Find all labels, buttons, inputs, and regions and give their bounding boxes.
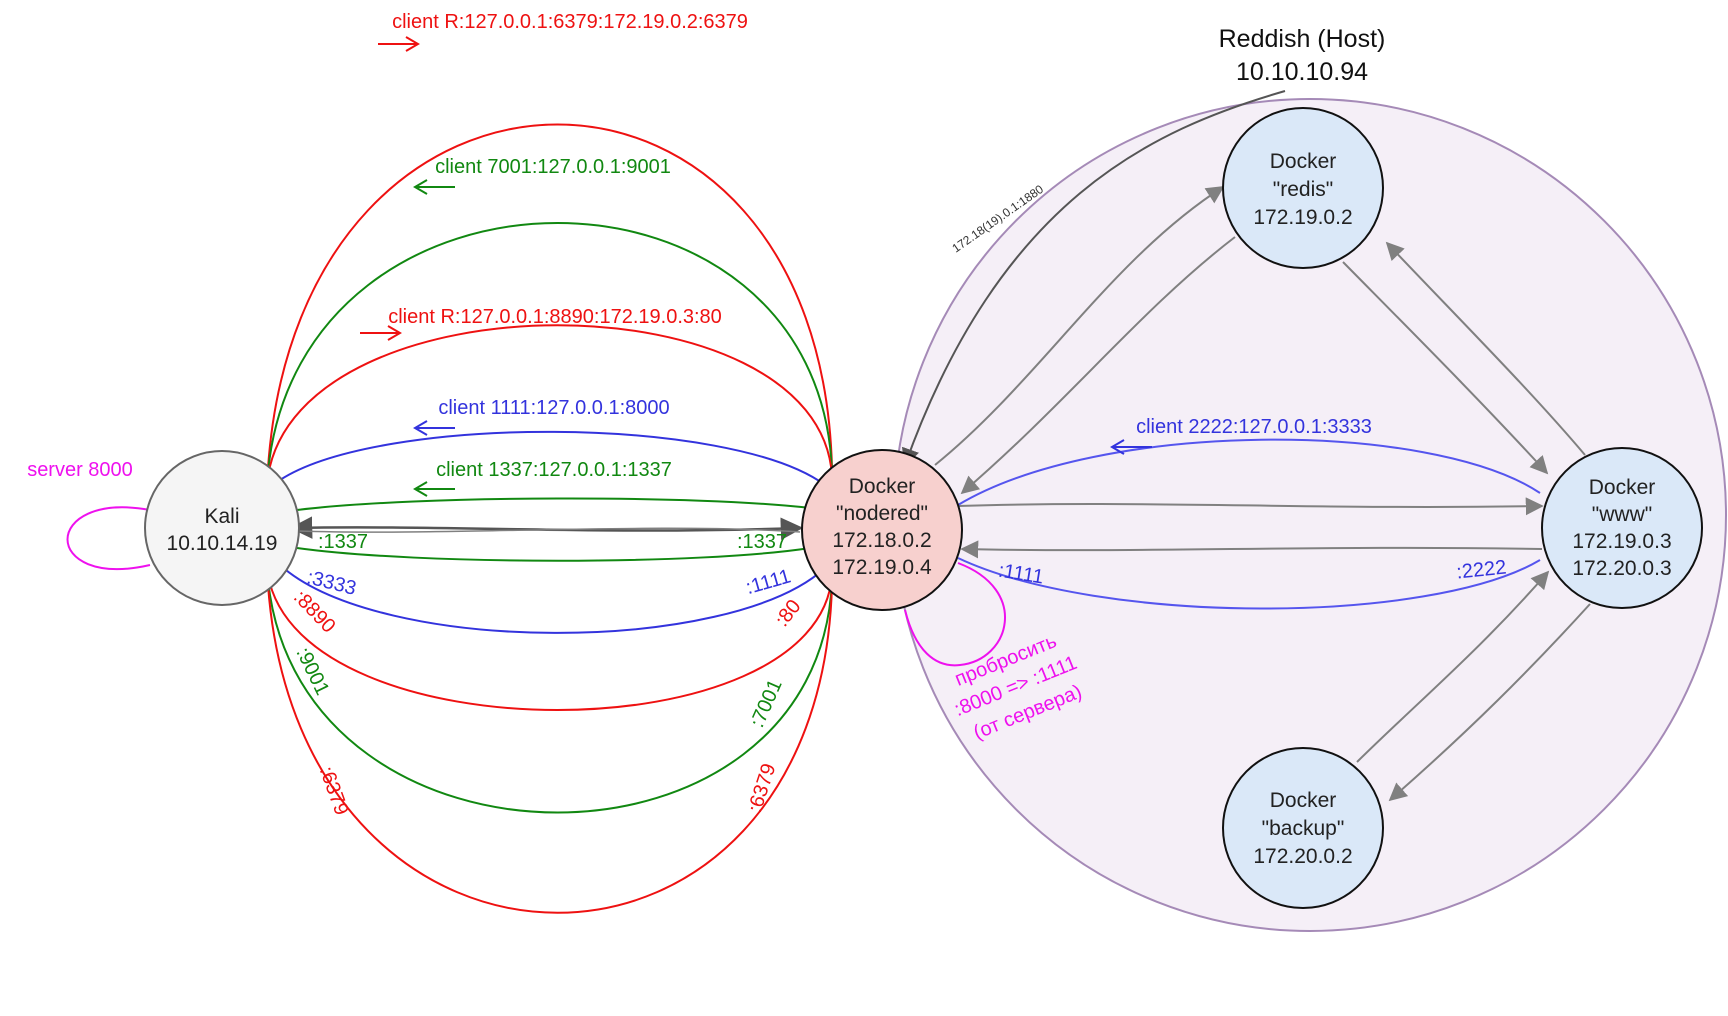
label-server-8000: server 8000: [27, 459, 133, 481]
arrow-left-blue-1111: [413, 420, 455, 436]
node-backup-circle: [1222, 747, 1384, 909]
node-redis-line2: "redis": [1273, 178, 1333, 201]
node-backup-line2: "backup": [1262, 817, 1345, 840]
edge-green-9001: [267, 579, 833, 814]
edge-redis-nodered: [960, 236, 1236, 495]
edge-blue-3333: [279, 564, 826, 634]
arrow-right-red-8890: [360, 325, 402, 341]
kali-self-loop: [66, 506, 151, 571]
node-redis-circle: [1222, 107, 1384, 269]
label-client-r-8890: client R:127.0.0.1:8890:172.19.0.3:80: [388, 306, 722, 328]
label-kali-6379: :6379: [315, 764, 353, 819]
node-www-line1: Docker: [1589, 476, 1656, 499]
nodered-self-loop: [904, 562, 1006, 667]
edge-blue-1111: [279, 430, 826, 486]
arrow-right-red-6379: [378, 36, 420, 52]
node-www: Docker "www" 172.19.0.3 172.20.0.3: [1541, 447, 1703, 609]
node-redis-line1: Docker: [1270, 150, 1337, 173]
node-redis-line3: 172.19.0.2: [1253, 206, 1352, 229]
node-backup-line1: Docker: [1270, 789, 1337, 812]
host-cluster: Reddish (Host) 10.10.10.94: [893, 25, 1727, 932]
edge-red-6379: [267, 123, 833, 469]
label-kali-1337: :1337: [318, 531, 368, 553]
node-www-circle: [1541, 447, 1703, 609]
arrow-left-green-7001: [413, 179, 455, 195]
node-backup: Docker "backup" 172.20.0.2: [1222, 747, 1384, 909]
edge-red-8890: [267, 324, 833, 477]
edge-www-backup: [1388, 603, 1591, 802]
edge-www-nodered: [960, 540, 1543, 559]
edge-green-1337-bottom: [296, 547, 811, 562]
label-www-2222: :2222: [1455, 556, 1507, 583]
edge-host-nodered: [902, 90, 1286, 467]
node-nodered: Docker "nodered" 172.18.0.2 172.19.0.4: [801, 449, 963, 611]
node-www-line3: 172.19.0.3: [1572, 530, 1671, 553]
label-client-2222: client 2222:127.0.0.1:3333: [1136, 416, 1372, 438]
host-title: Reddish (Host): [1219, 25, 1386, 53]
self-loops: [66, 506, 1006, 667]
arrow-left-green-1337: [413, 481, 455, 497]
label-client-1337: client 1337:127.0.0.1:1337: [436, 459, 672, 481]
arrow-left-blue-2222: [1110, 439, 1152, 455]
direction-arrows: [360, 36, 1152, 497]
edge-green-1337: [296, 497, 811, 511]
edge-nodered-redis: [934, 186, 1225, 466]
node-kali-line2: 10.10.14.19: [167, 532, 278, 555]
edge-nodered-www-blue-bottom: [957, 557, 1541, 610]
label-client-r-6379: client R:127.0.0.1:6379:172.19.0.2:6379: [392, 11, 748, 33]
edge-redis-www: [1342, 261, 1549, 475]
node-kali-circle: [144, 450, 300, 606]
node-backup-line3: 172.20.0.2: [1253, 845, 1352, 868]
edge-nodered-www-blue-top: [957, 438, 1541, 506]
kali-nodered-edges: [267, 123, 833, 914]
label-nodered-80: :80: [771, 596, 805, 631]
node-redis: Docker "redis" 172.19.0.2: [1222, 107, 1384, 269]
node-nodered-line4: 172.19.0.4: [832, 556, 932, 579]
label-client-7001: client 7001:127.0.0.1:9001: [435, 156, 671, 178]
edge-gray-kali-nodered-2: [297, 527, 801, 533]
node-kali: Kali 10.10.14.19: [144, 450, 300, 606]
edge-green-7001: [267, 222, 833, 473]
label-nodered-1337: :1337: [737, 531, 787, 553]
edge-red-6379-bottom: [267, 584, 833, 914]
node-nodered-line1: Docker: [849, 475, 916, 498]
edge-red-80: [267, 574, 833, 711]
node-kali-line1: Kali: [204, 505, 239, 528]
node-www-line4: 172.20.0.3: [1572, 557, 1671, 580]
label-kali-9001: :9001: [292, 644, 334, 699]
node-nodered-line2: "nodered": [836, 502, 928, 525]
label-nodered-7001: :7001: [746, 676, 786, 731]
label-client-1111: client 1111:127.0.0.1:8000: [438, 397, 669, 419]
host-internal-edges: [934, 186, 1591, 802]
node-www-line2: "www": [1592, 503, 1652, 526]
edge-nodered-www: [957, 497, 1544, 516]
edge-www-redis: [1385, 241, 1586, 456]
host-ip: 10.10.10.94: [1236, 58, 1368, 86]
node-nodered-circle: [801, 449, 963, 611]
edge-backup-www: [1356, 570, 1550, 763]
node-nodered-line3: 172.18.0.2: [832, 529, 931, 552]
